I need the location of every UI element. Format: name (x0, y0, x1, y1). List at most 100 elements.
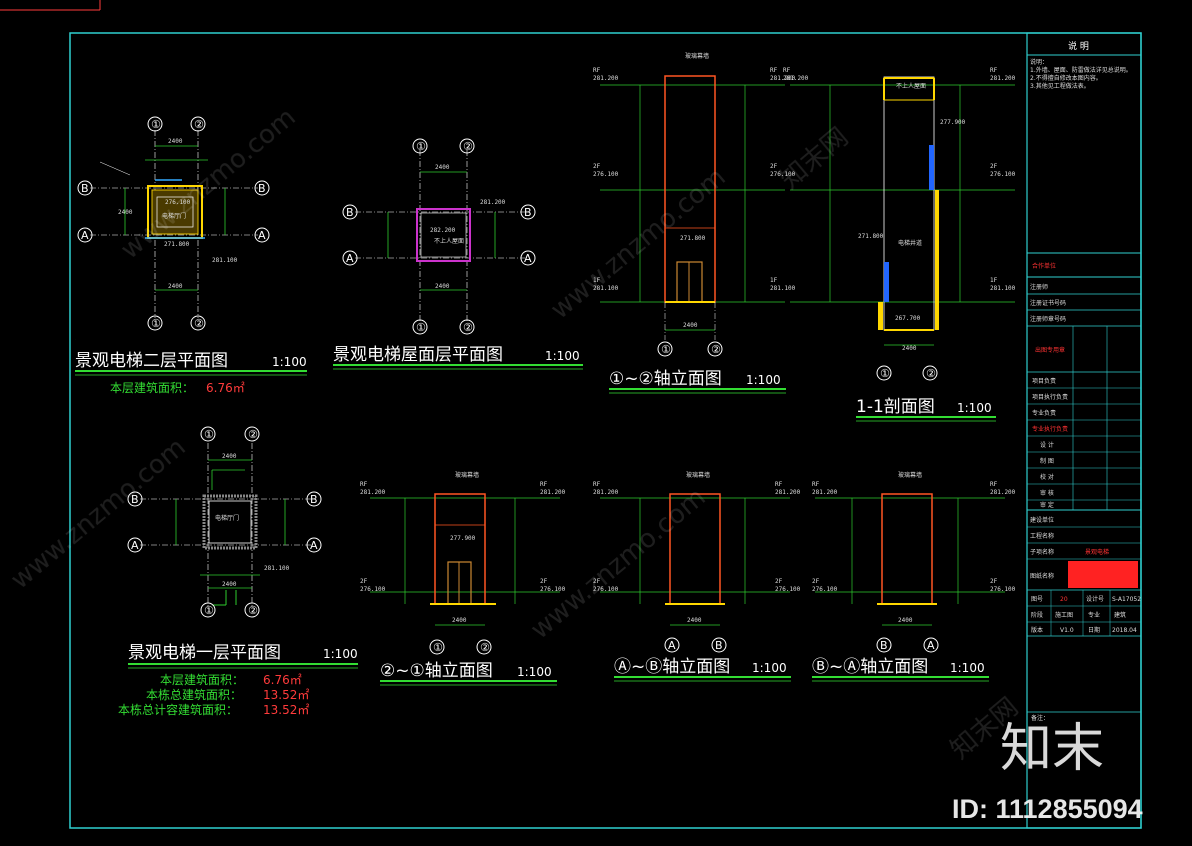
tb-note-1: 1.外墙、屋面、防雷做法详见总说明。 (1030, 66, 1132, 74)
level-rf-tag: RF (770, 67, 778, 74)
dim-span: 2400 (435, 164, 450, 171)
level-2f-tag: 2F (775, 578, 783, 585)
axis-a-left: A (131, 539, 139, 552)
dim-span: 2400 (452, 617, 467, 624)
tb-info-0-3: S-A17052 (1112, 596, 1141, 603)
tb-note-0: 说明： (1030, 58, 1048, 66)
level-1f: 281.100 (770, 285, 796, 292)
title-block-frame (1026, 32, 1142, 829)
section-1-1: ① ② RF 281.200 RF 281.200 2F 276.100 1F … (783, 67, 1016, 422)
tb-row-c2: 子项名称 (1030, 548, 1054, 556)
tb-row-b3: 专业执行负责 (1032, 425, 1068, 433)
area-label-1f: 本层建筑面积： (160, 672, 244, 687)
axis-a-right: A (310, 539, 318, 552)
level-rf-tag: RF (540, 481, 548, 488)
level-2f: 276.100 (775, 586, 801, 593)
title-block: 说 明 说明： 1.外墙、屋面、防雷做法详见总说明。 2.不得擅自修改本图内容。… (1027, 40, 1141, 722)
dim-span: 2400 (118, 209, 133, 216)
area-value-1f: 6.76㎡ (263, 673, 302, 687)
axis-2-top: ② (248, 428, 258, 441)
level-rf: 281.200 (775, 489, 801, 496)
axis-1: ① (433, 641, 443, 654)
title-elev-a-b: Ⓐ~Ⓑ轴立面图 (614, 657, 730, 677)
level-rf: 281.200 (480, 199, 506, 206)
axis-2-bottom: ② (248, 604, 258, 617)
level-2f-tag: 2F (360, 578, 368, 585)
watermark-site: www.znzmo.com (5, 432, 191, 595)
level-rf-tag: RF (990, 481, 998, 488)
axis-1-bottom: ① (151, 317, 161, 330)
tb-row-a2: 注册师章号码 (1030, 315, 1066, 323)
level-pit: 267.700 (895, 315, 921, 322)
level-rf-tag: RF (990, 67, 998, 74)
watermark-site: www.znzmo.com (545, 162, 731, 325)
level-2f-tag: 2F (593, 163, 601, 170)
level-2f: 276.100 (360, 586, 386, 593)
tb-info-2-3: 2018.04 (1112, 627, 1137, 634)
tb-row-c1: 工程名称 (1030, 532, 1054, 540)
scale-plan-roof: 1:100 (545, 349, 580, 363)
tb-info-1-1: 施工图 (1055, 611, 1073, 619)
tb-info-0-1: 20 (1060, 596, 1068, 603)
level-mid: 271.800 (858, 233, 884, 240)
level-1f-tag: 1F (990, 277, 998, 284)
tb-info-2-2: 日期 (1088, 626, 1100, 634)
level-rf-tag: RF (775, 481, 783, 488)
title-elev-2-1: ②~①轴立面图 (380, 661, 493, 681)
level-rf-tag: RF (593, 481, 601, 488)
axis-b: B (880, 639, 888, 652)
tb-row-b8: 审 定 (1040, 501, 1054, 509)
level-2f: 276.100 (593, 171, 619, 178)
level-roof: 282.200 (430, 227, 456, 234)
axis-1: ① (661, 343, 671, 356)
tb-row-b6: 校 对 (1040, 473, 1054, 481)
level-2f: 276.100 (990, 586, 1016, 593)
level-rf: 281.200 (770, 75, 796, 82)
level-rf-tag: RF (360, 481, 368, 488)
axis-b-left: B (81, 182, 89, 195)
tb-subitem: 景观电梯 (1085, 548, 1109, 556)
level-rf-tag: RF (593, 67, 601, 74)
axis-2-top: ② (194, 118, 204, 131)
level-rf: 281.200 (990, 75, 1016, 82)
level-2f-tag: 2F (770, 163, 778, 170)
dim-span: 2400 (687, 617, 702, 624)
axis-a-right: A (258, 229, 266, 242)
level-2f-tag: 2F (990, 578, 998, 585)
note-roof: 不上人屋面 (896, 82, 926, 90)
level-2f: 276.100 (540, 586, 566, 593)
note-glass: 玻璃幕墙 (898, 471, 922, 479)
axis-1-bottom: ① (416, 321, 426, 334)
axis-b-right: B (258, 182, 266, 195)
plan-2f: ① ② ① ② B A B A 2400 2400 2400 276.100 电… (75, 116, 307, 395)
level-rf: 281.200 (812, 489, 838, 496)
level-rf: 281.200 (990, 489, 1016, 496)
tb-info-2-1: V1.0 (1060, 627, 1074, 634)
axis-2: ② (480, 641, 490, 654)
tb-info-0-2: 设计号 (1086, 595, 1104, 603)
watermark-site: www.znzmo.com (115, 102, 301, 265)
tb-row-a1: 注册证书号码 (1030, 299, 1066, 307)
level-2f-tag: 2F (812, 578, 820, 585)
level-1f: 281.100 (212, 257, 238, 264)
tb-info-1-2: 专业 (1088, 611, 1100, 619)
level-2f: 276.100 (593, 586, 619, 593)
tb-row-b4: 设 计 (1040, 441, 1054, 449)
tb-info-0-0: 图号 (1031, 596, 1043, 603)
title-plan-1f: 景观电梯一层平面图 (128, 643, 281, 663)
elevation-b-a: B A RF 281.200 2F 276.100 RF 281.200 2F … (812, 471, 1016, 682)
level-mid: 271.800 (164, 241, 190, 248)
axis-1-top: ① (416, 140, 426, 153)
dim-span: 2400 (168, 283, 183, 290)
dim-span: 2400 (683, 322, 698, 329)
title-elev-1-2: ①~②轴立面图 (609, 369, 722, 389)
axis-2: ② (926, 367, 936, 380)
tb-row-b2: 专业负责 (1032, 409, 1056, 417)
axis-1-bottom: ① (204, 604, 214, 617)
tb-info-2-0: 版本 (1031, 626, 1043, 634)
axis-a: A (927, 639, 935, 652)
level-2f-tag: 2F (593, 578, 601, 585)
svg-text:.: . (75, 339, 76, 341)
note-roof: 不上人屋面 (434, 237, 464, 245)
axis-a-left: A (346, 252, 354, 265)
